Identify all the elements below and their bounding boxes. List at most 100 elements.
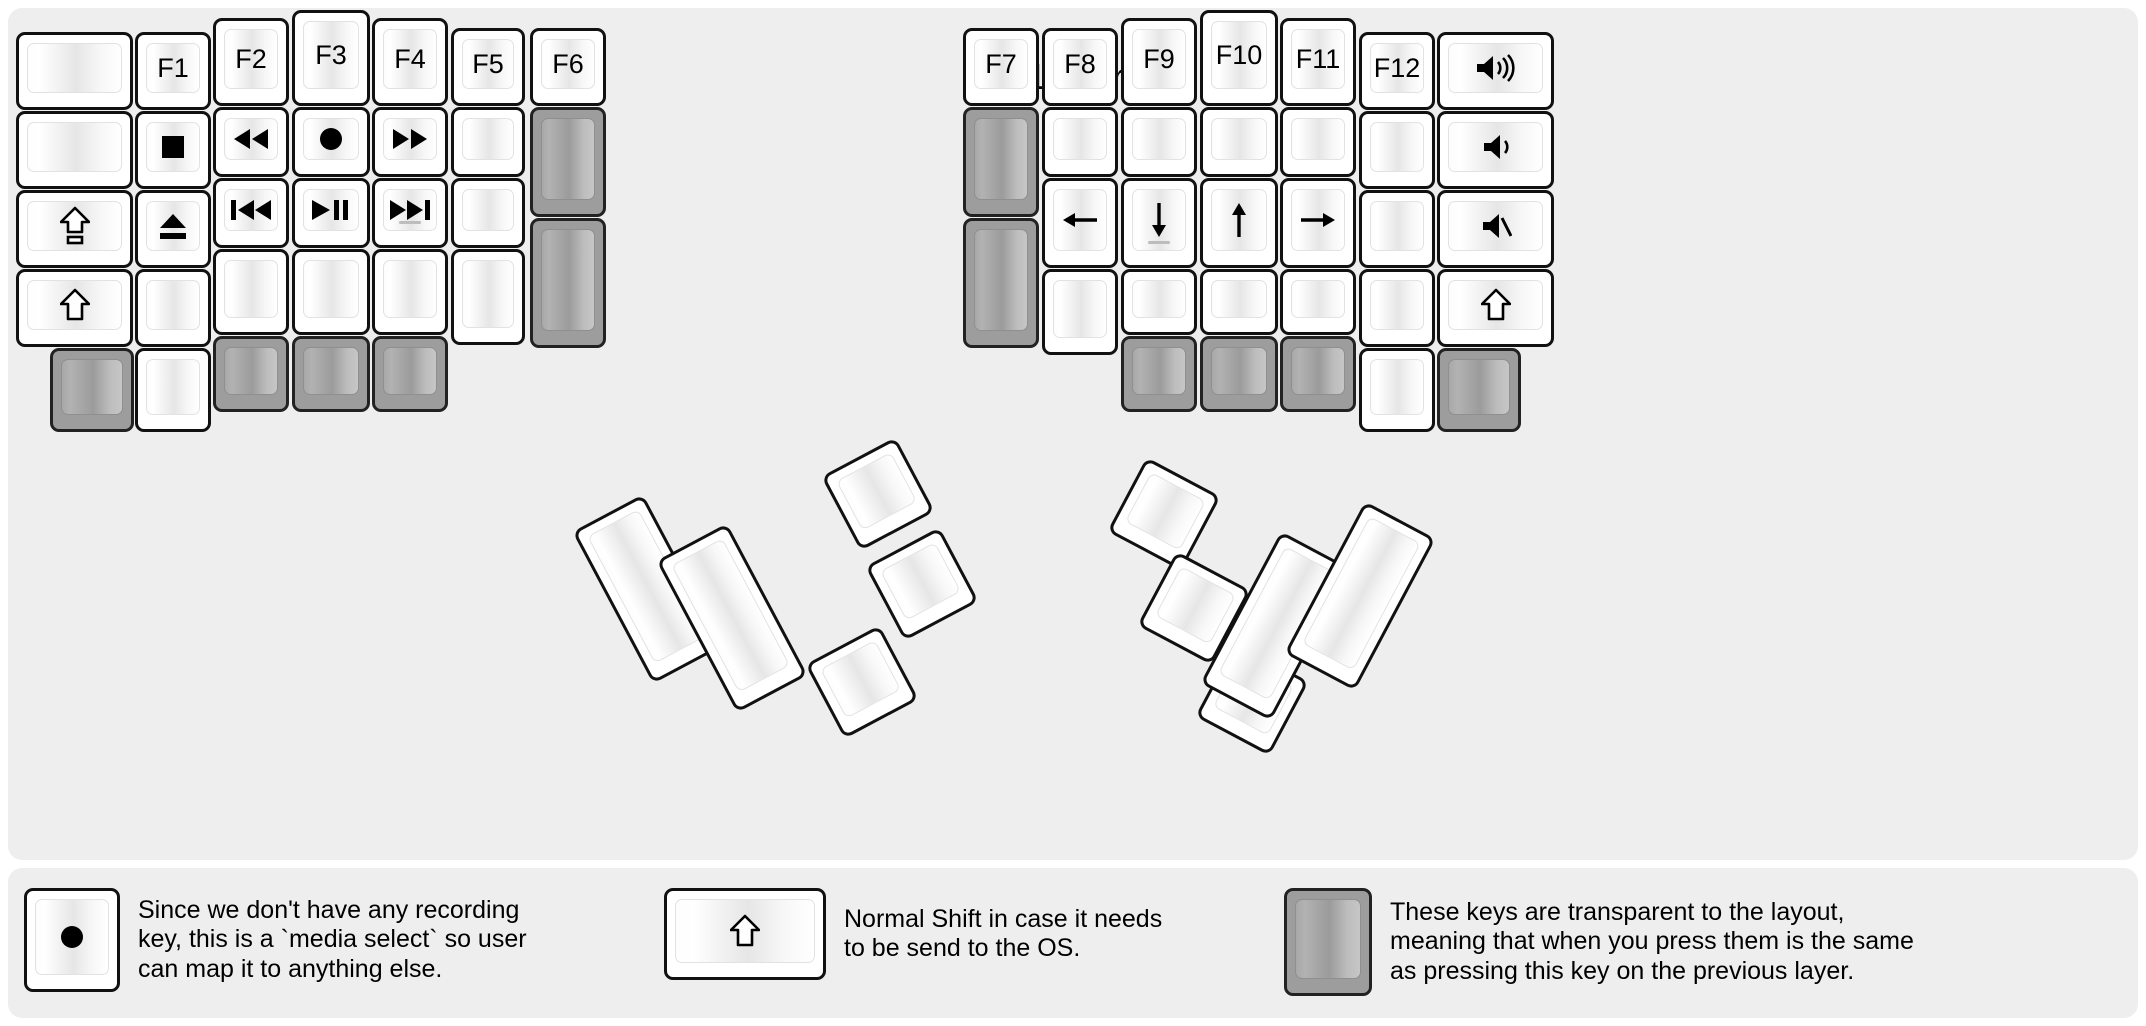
key-left-inner-1[interactable] [530, 107, 606, 217]
key-left-index-3[interactable] [372, 249, 448, 335]
key-left-index-1[interactable] [372, 107, 448, 177]
key-right-inner-0[interactable]: F7 [963, 28, 1039, 106]
key-right-middle-2[interactable] [1200, 178, 1278, 268]
key-right-pinky-2[interactable] [1359, 190, 1435, 268]
key-left-ring-4[interactable] [213, 336, 289, 412]
legend-key-holder-2 [1284, 888, 1372, 996]
key-right-pinky-3[interactable] [1359, 269, 1435, 347]
eject-icon [158, 212, 188, 240]
key-right-pinky-0[interactable]: F12 [1359, 32, 1435, 110]
key-left-middle-0[interactable]: F3 [292, 10, 370, 106]
key-right-pinky-outer-2[interactable] [1437, 190, 1554, 268]
key-left-index-2[interactable] [372, 178, 448, 248]
key-label: F4 [394, 43, 426, 74]
key-right-middle-1[interactable] [1200, 107, 1278, 177]
key-label: F7 [985, 48, 1017, 79]
key-right-index-0[interactable]: F9 [1121, 18, 1197, 106]
key-right-index-3[interactable] [1121, 269, 1197, 335]
legend-panel [8, 868, 2138, 1018]
keycap-face: F2 [224, 29, 278, 89]
key-left-pinky-0[interactable]: F1 [135, 32, 211, 110]
key-left-pinky-outer-1[interactable] [16, 111, 133, 189]
key-left-index-0[interactable]: F4 [372, 18, 448, 106]
key-right-index-inner-2[interactable] [1042, 178, 1118, 268]
keycap-face [1124, 472, 1206, 551]
key-left-pinky-outer-3[interactable] [16, 269, 133, 347]
key-right-inner-1[interactable] [963, 107, 1039, 217]
key-left-ring-0[interactable]: F2 [213, 18, 289, 106]
volume-mute-icon [1480, 211, 1512, 241]
key-left-middle-1[interactable] [292, 107, 370, 177]
legend-description-0: Since we don't have any recording key, t… [138, 895, 527, 983]
keycap-face: F1 [146, 43, 200, 93]
key-left-middle-2[interactable] [292, 178, 370, 248]
key-right-ring-0[interactable]: F11 [1280, 18, 1356, 106]
key-left-pinky-4[interactable] [135, 348, 211, 432]
key-right-pinky-outer-1[interactable] [1437, 111, 1554, 189]
key-left-inner-2[interactable] [530, 218, 606, 348]
homing-bar [399, 221, 421, 224]
key-right-pinky-outer-0[interactable] [1437, 32, 1554, 110]
keycap-face: F4 [383, 29, 437, 89]
legend-keycap-0[interactable] [24, 888, 120, 992]
key-left-middle-4[interactable] [292, 336, 370, 412]
key-left-index-inner-2[interactable] [451, 178, 525, 248]
stop-icon [160, 134, 186, 160]
keycap-face [974, 229, 1028, 331]
key-left-pinky-2[interactable] [135, 190, 211, 268]
key-left-index-inner-1[interactable] [451, 107, 525, 177]
key-right-index-inner-1[interactable] [1042, 107, 1118, 177]
key-right-ring-4[interactable] [1280, 336, 1356, 412]
key-left-pinky-3[interactable] [135, 269, 211, 347]
volume-down-icon [1481, 132, 1511, 162]
key-left-pinky-1[interactable] [135, 111, 211, 189]
key-right-index-inner-0[interactable]: F8 [1042, 28, 1118, 106]
key-right-index-inner-3[interactable] [1042, 269, 1118, 355]
key-right-index-4[interactable] [1121, 336, 1197, 412]
key-right-middle-0[interactable]: F10 [1200, 10, 1278, 106]
legend-item-1: Normal Shift in case it needs to be send… [664, 888, 1162, 980]
key-left-index-4[interactable] [372, 336, 448, 412]
key-right-inner-2[interactable] [963, 218, 1039, 348]
legend-key-holder-0 [24, 888, 120, 992]
key-right-pinky-outer-4[interactable] [1437, 348, 1521, 432]
key-left-ring-1[interactable] [213, 107, 289, 177]
key-left-middle-3[interactable] [292, 249, 370, 335]
key-left-pinky-outer-0[interactable] [16, 32, 133, 110]
previous-track-icon [230, 198, 272, 222]
keycap-face [1211, 189, 1267, 251]
key-left-pinky-outer-4[interactable] [50, 348, 134, 432]
key-right-ring-2[interactable] [1280, 178, 1356, 268]
key-left-inner-0[interactable]: F6 [530, 28, 606, 106]
keycap-face [146, 122, 200, 172]
key-left-index-inner-3[interactable] [451, 249, 525, 345]
key-right-index-2[interactable] [1121, 178, 1197, 268]
key-right-middle-4[interactable] [1200, 336, 1278, 412]
keycap-face [1291, 118, 1345, 160]
keycap-face [383, 347, 437, 395]
shift-arrow-icon [59, 288, 90, 322]
key-right-pinky-1[interactable] [1359, 111, 1435, 189]
key-right-index-1[interactable] [1121, 107, 1197, 177]
key-right-pinky-outer-3[interactable] [1437, 269, 1554, 347]
volume-up-icon [1474, 53, 1518, 83]
legend-keycap-2[interactable] [1284, 888, 1372, 996]
key-left-ring-3[interactable] [213, 249, 289, 335]
key-right-pinky-4[interactable] [1359, 348, 1435, 432]
keycap-face [1448, 201, 1543, 251]
key-right-ring-3[interactable] [1280, 269, 1356, 335]
keycap-face [1154, 566, 1236, 645]
legend-keycap-1[interactable] [664, 888, 826, 980]
keycap-face [224, 118, 278, 160]
key-left-index-inner-0[interactable]: F5 [451, 28, 525, 106]
keycap-face [1132, 347, 1186, 395]
key-right-ring-1[interactable] [1280, 107, 1356, 177]
keycap-face [1370, 280, 1424, 330]
keycap-face [541, 118, 595, 200]
keycap-face: F8 [1053, 39, 1107, 89]
key-left-pinky-outer-2[interactable] [16, 190, 133, 268]
key-left-ring-2[interactable] [213, 178, 289, 248]
key-right-middle-3[interactable] [1200, 269, 1278, 335]
record-circle-icon [317, 125, 345, 153]
keycap-face [303, 118, 359, 160]
